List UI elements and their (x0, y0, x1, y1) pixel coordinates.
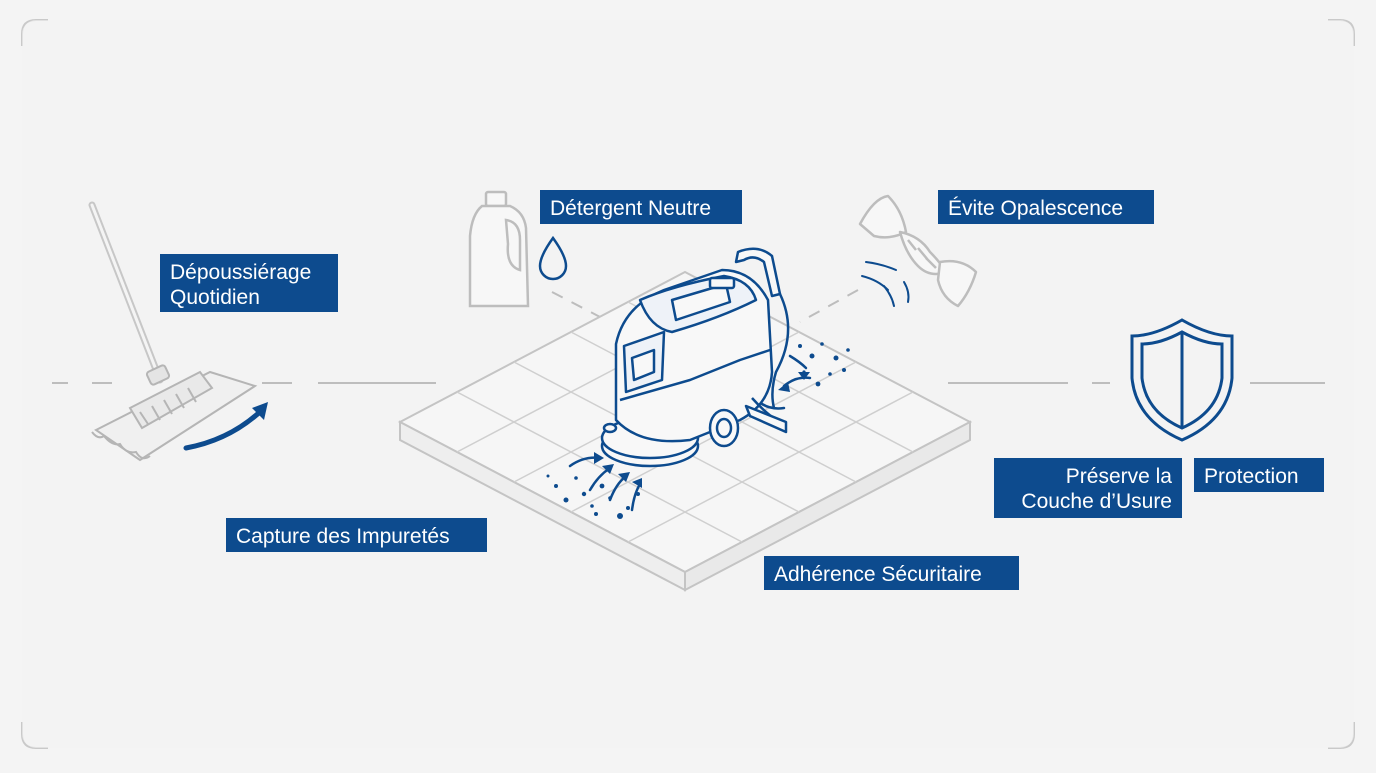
label-capture-des-impuretes: Capture des Impuretés (226, 518, 487, 552)
label-depoussierage-line-2: Quotidien (170, 286, 260, 309)
water-drop-icon (538, 235, 568, 281)
label-protection: Protection (1194, 458, 1324, 492)
detergent-bottle-icon (468, 190, 530, 308)
motion-lines-icon (861, 261, 910, 307)
label-preserve-couche-usure: Préserve la Couche d’Usure (994, 458, 1182, 518)
label-evite-opalescence: Évite Opalescence (938, 190, 1154, 224)
microfiber-cloth-icon (858, 194, 978, 308)
label-adherence-securitaire: Adhérence Sécuritaire (764, 556, 1019, 590)
floor-scrubber-machine-icon (600, 247, 790, 468)
mop-motion-arrowhead (252, 402, 268, 420)
label-depoussierage-line-1: Dépoussiérage (170, 261, 312, 284)
label-preserve-line-2: Couche d’Usure (1021, 490, 1172, 513)
label-detergent-neutre: Détergent Neutre (540, 190, 742, 224)
dust-mop-icon (88, 201, 258, 462)
mop-motion-arrow (183, 407, 265, 451)
label-preserve-line-1: Préserve la (1065, 465, 1172, 488)
label-depoussierage-quotidien: Dépoussiérage Quotidien (160, 254, 338, 312)
shield-icon (1130, 318, 1234, 442)
pointer-lines (551, 289, 859, 323)
suction-arrowheads (594, 372, 810, 488)
